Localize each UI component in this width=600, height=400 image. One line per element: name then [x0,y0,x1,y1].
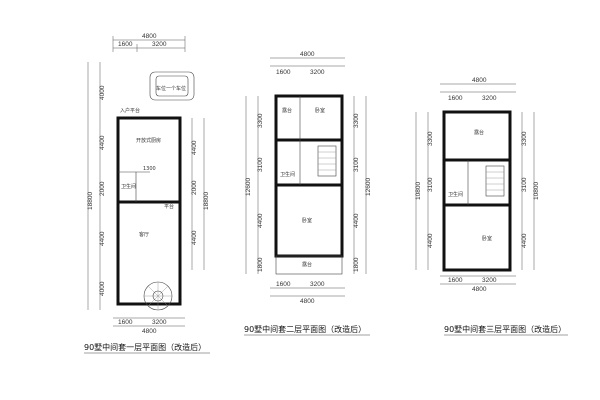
plan2-right-dim-4: 1800 [353,257,360,272]
plan2-room-terrace-top: 露台 [282,107,292,114]
plan3-caption: 90墅中间套三层平面图（改造后） [444,324,566,334]
plan1-right-total: 18800 [203,192,210,210]
plan1-room-living: 客厅 [139,231,149,238]
plan2-left-dim-1: 3300 [257,113,264,128]
plan3-room-bedroom: 卧室 [482,235,492,242]
plan3-top-dim-total: 4800 [472,77,487,84]
plan3-room-terrace: 露台 [474,129,484,136]
plan2-top-dim-b: 3200 [310,69,325,76]
plan1-room-kitchen: 开放式厨房 [136,137,161,144]
plan1-top-dim-b: 3200 [152,41,167,48]
plan2-left-dim-2: 3100 [257,157,264,172]
plan3-bottom-dim-total: 4800 [472,286,487,293]
plan1-left-dim-5: 4000 [99,281,106,296]
plan1-right-dim-1: 4400 [191,140,198,155]
plan1-bottom-dim-b: 3200 [152,319,167,326]
plan3-right-dim-2: 3100 [521,177,528,192]
plan1-top-dim-total: 4800 [142,33,157,40]
plan1-left-dim-4: 4400 [99,231,106,246]
plan2-right-dim-3: 4400 [353,213,360,228]
plan3-bottom-dim-a: 1600 [448,277,463,284]
plan1-room-entry: 入户平台 [120,107,140,114]
plan2-bottom-dim-a: 1600 [276,281,291,288]
plan3-top-dim-b: 3200 [482,95,497,102]
plan3-room-bath: 卫生间 [448,191,463,198]
plan2-room-terrace-bottom: 露台 [302,261,312,268]
plan-third-floor: 4800 1600 3200 露台 卫生间 卧室 3300 3100 4400 … [415,77,568,336]
plan1-right-dim-3: 4400 [191,230,198,245]
plan3-left-dim-3: 4400 [427,233,434,248]
plan1-right-dim-2: 2000 [191,180,198,195]
plan2-top-dim-total: 4800 [300,51,315,58]
plan3-bottom-dim-b: 3200 [482,277,497,284]
plan2-bottom-dim-total: 4800 [300,298,315,305]
plan3-right-dim-1: 3300 [521,131,528,146]
plan1-caption: 90墅中间套一层平面图（改造后） [84,342,206,352]
plan1-bottom-dim-total: 4800 [142,328,157,335]
plan2-room-bedroom-top: 卧室 [315,107,325,114]
plan2-room-bedroom-main: 卧室 [302,217,312,224]
plan1-bottom-dim-a: 1600 [118,319,133,326]
plan1-left-dim-3: 2000 [99,181,106,196]
plan-second-floor: 4800 1600 3200 露台 卧室 卫生间 卧室 露台 3300 3100… [244,51,372,336]
plan1-room-parking: 车位一个车位 [156,85,186,92]
plan2-left-dim-3: 4400 [257,213,264,228]
plan2-left-dim-4: 1800 [257,257,264,272]
plan1-top-dim-a: 1600 [118,41,133,48]
plan2-right-dim-2: 3100 [353,157,360,172]
plan1-room-1300: 1300 [143,166,156,172]
plan3-right-dim-3: 4400 [521,233,528,248]
plan2-bottom-dim-b: 3200 [310,281,325,288]
plan2-top-dim-a: 1600 [276,69,291,76]
plan1-room-terrace: 平台 [164,203,174,210]
plan2-right-dim-1: 3300 [353,113,360,128]
plan3-top-dim-a: 1600 [448,95,463,102]
plan2-caption: 90墅中间套二层平面图（改造后） [244,324,366,334]
plan3-left-dim-1: 3300 [427,131,434,146]
plan1-left-dim-1: 4000 [99,85,106,100]
plan1-room-bath: 卫生间 [121,183,136,190]
plan3-right-total: 10800 [533,182,540,200]
plan2-left-total: 12600 [245,178,252,196]
plan3-left-dim-2: 3100 [427,177,434,192]
plan2-right-total: 12600 [365,178,372,196]
plan-first-floor: 4800 1600 3200 车位一个车位 入户平台 开放式厨房 卫生间 客厅 … [84,33,210,354]
plan3-left-total: 10800 [415,182,422,200]
plan1-left-total: 18800 [87,192,94,210]
plan1-left-dim-2: 4400 [99,135,106,150]
plan2-room-bath: 卫生间 [280,171,295,178]
